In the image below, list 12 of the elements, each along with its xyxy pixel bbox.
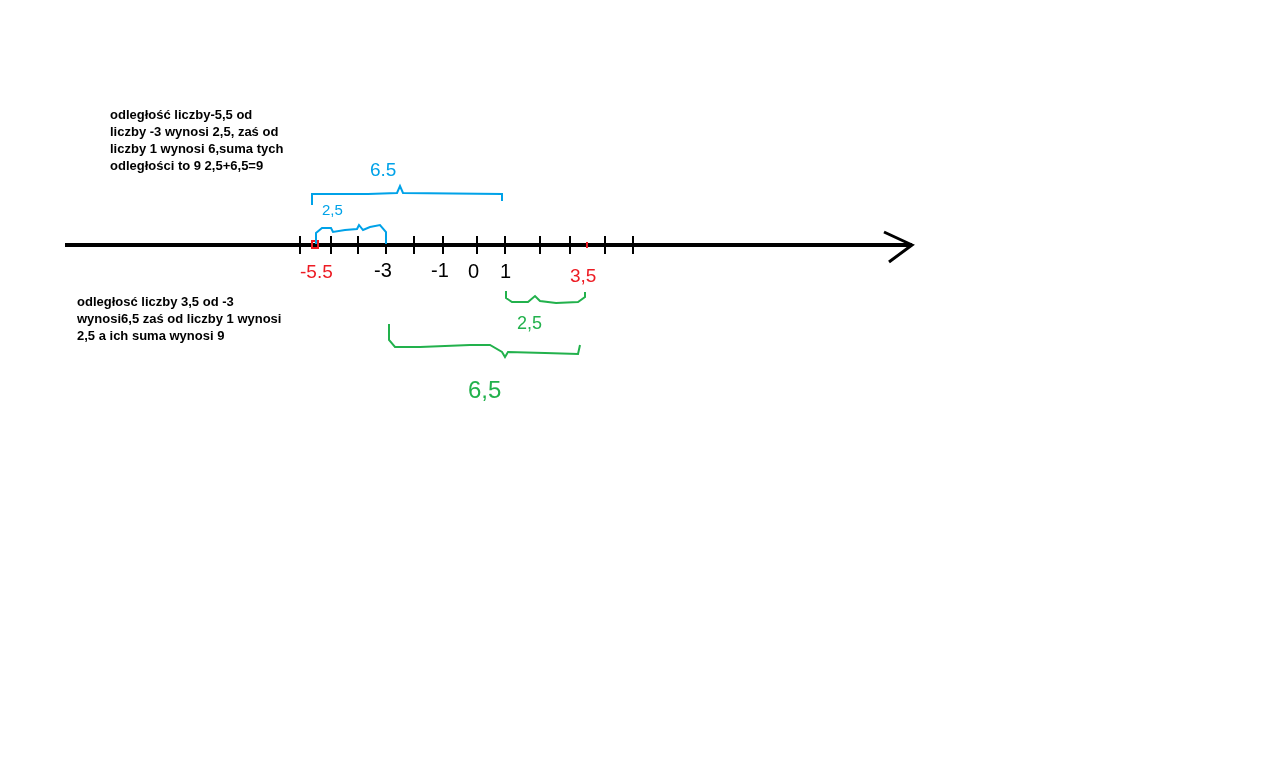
note-text: odległość liczby-5,5 od liczby -3 wynosi 2,5, zaś od liczby 1 wynosi 6,suma tych odległości to 9 2,5+6,5=9 — [110, 106, 285, 174]
tick-label: 3,5 — [570, 264, 597, 288]
distance-label: 2,5 — [517, 312, 543, 335]
tick-label: -3 — [374, 258, 392, 283]
distance-label: 2,5 — [322, 200, 343, 220]
tick-label: 1 — [500, 259, 512, 284]
tick-label: -5.5 — [300, 260, 333, 284]
distance-label: 6.5 — [370, 158, 397, 182]
tick-label: 0 — [468, 259, 480, 284]
tick-label: -1 — [431, 258, 449, 283]
distance-label: 6,5 — [468, 375, 502, 405]
note-text: odległosć liczby 3,5 od -3 wynosi6,5 zaś od liczby 1 wynosi 2,5 a ich suma wynosi 9 — [77, 293, 282, 344]
